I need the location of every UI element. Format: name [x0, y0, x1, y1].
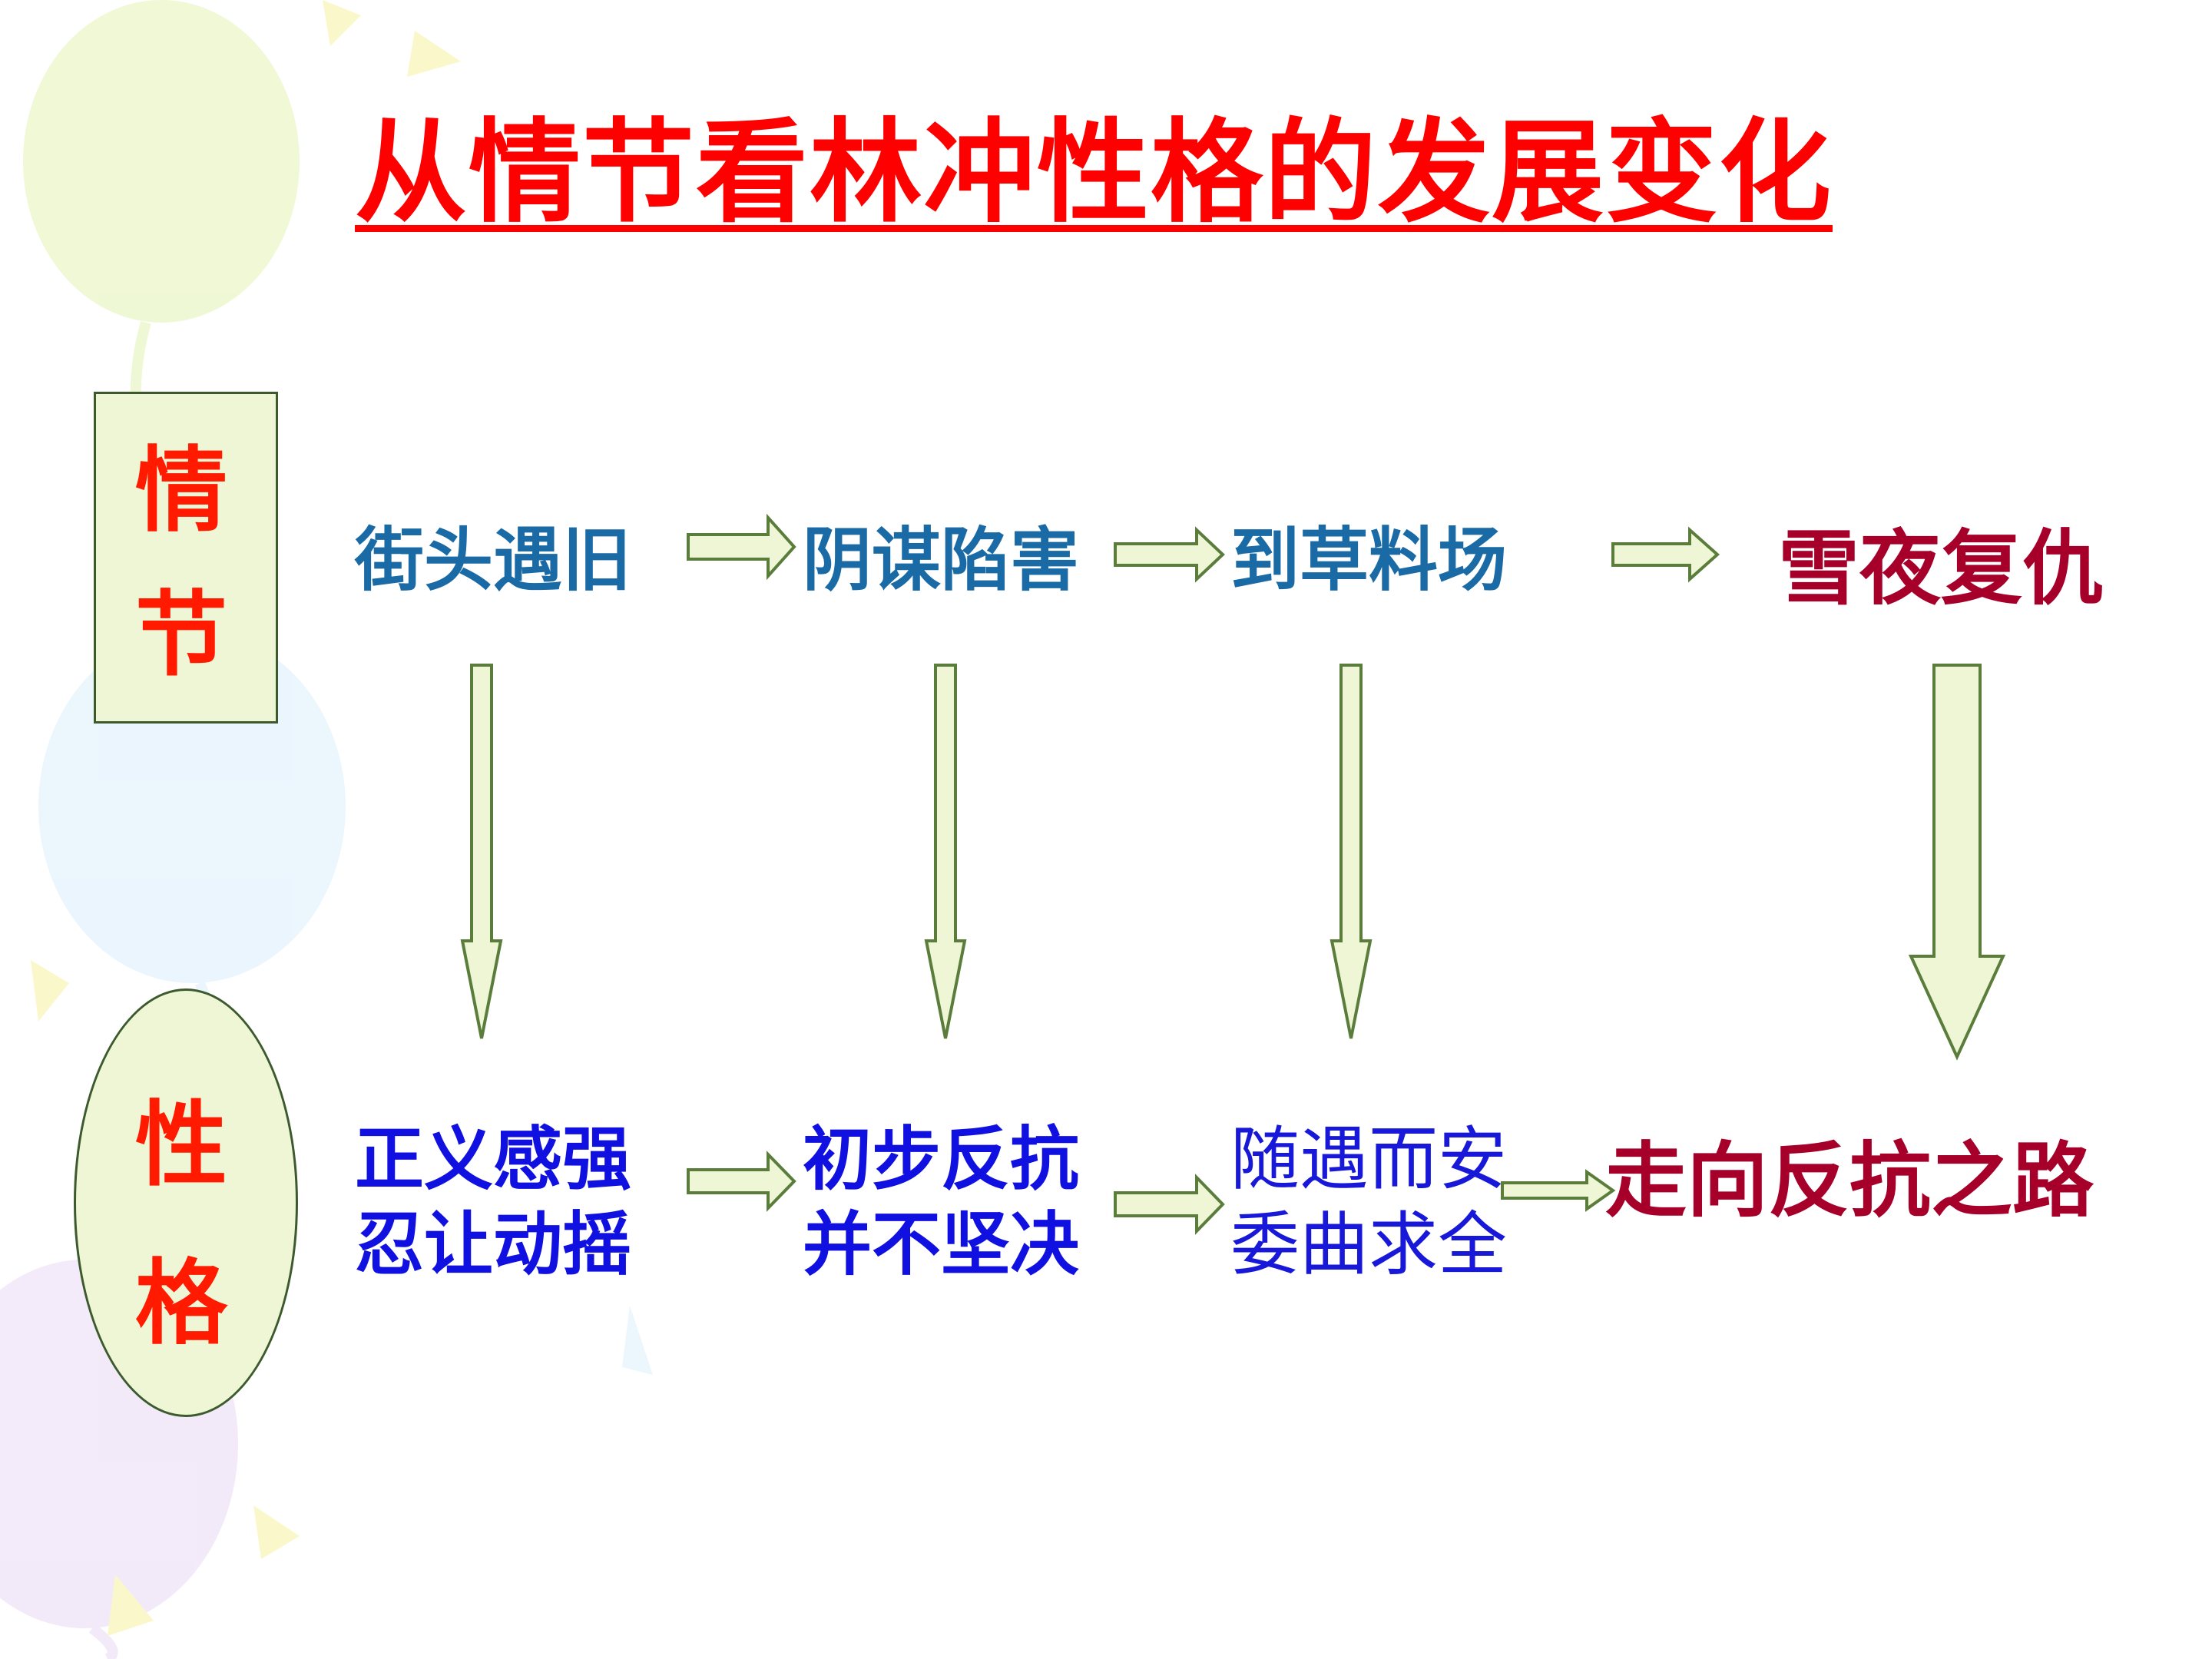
down-arrow-2	[924, 664, 967, 1039]
plot-stage-2: 阴谋陷害	[803, 520, 1079, 601]
plot-arrow-right-2	[1114, 526, 1225, 583]
plot-arrow-right-1	[687, 513, 796, 581]
character-stage-3-line-2: 委曲求全	[1230, 1204, 1507, 1285]
character-stage-2-line-2: 并不坚决	[803, 1204, 1079, 1285]
confetti-2	[407, 31, 461, 77]
down-arrow-3	[1330, 664, 1373, 1039]
character-stage-1-line-2: 忍让动摇	[355, 1204, 631, 1285]
down-arrow-4	[1908, 664, 2006, 1061]
character-label-oval	[74, 988, 298, 1417]
confetti-4	[253, 1505, 300, 1559]
green-balloon	[23, 0, 300, 323]
plot-stage-1: 街头遇旧	[355, 520, 631, 601]
confetti-6	[622, 1306, 653, 1375]
character-arrow-right-3	[1501, 1169, 1616, 1212]
confetti-3	[31, 960, 69, 1022]
purple-balloon-string	[88, 1624, 118, 1659]
plot-stage-3: 到草料场	[1230, 520, 1507, 601]
plot-label-char-2: 节	[135, 582, 227, 689]
character-stage-1: 正义感强 忍让动摇	[355, 1118, 631, 1287]
character-final-stage: 走向反抗之路	[1605, 1134, 2094, 1228]
character-stage-3-line-1: 随遇而安	[1230, 1119, 1507, 1200]
down-arrow-1	[460, 664, 503, 1039]
character-label-char-1: 性	[135, 1092, 227, 1199]
plot-label-char-1: 情	[135, 438, 227, 545]
character-stage-2: 初步反抗 并不坚决	[803, 1118, 1079, 1287]
character-stage-3: 随遇而安 委曲求全	[1230, 1118, 1507, 1287]
character-arrow-right-2	[1114, 1174, 1225, 1235]
plot-final-stage: 雪夜复仇	[1778, 522, 2104, 616]
confetti-5	[108, 1575, 154, 1636]
plot-arrow-right-3	[1611, 526, 1720, 583]
page-title: 从情节看林冲性格的发展变化	[355, 108, 1833, 238]
confetti-1	[323, 0, 361, 46]
character-stage-1-line-1: 正义感强	[355, 1119, 631, 1200]
character-arrow-right-1	[687, 1151, 796, 1212]
character-stage-2-line-1: 初步反抗	[803, 1119, 1079, 1200]
character-label-char-2: 格	[135, 1250, 227, 1357]
plot-label-box	[94, 392, 278, 724]
